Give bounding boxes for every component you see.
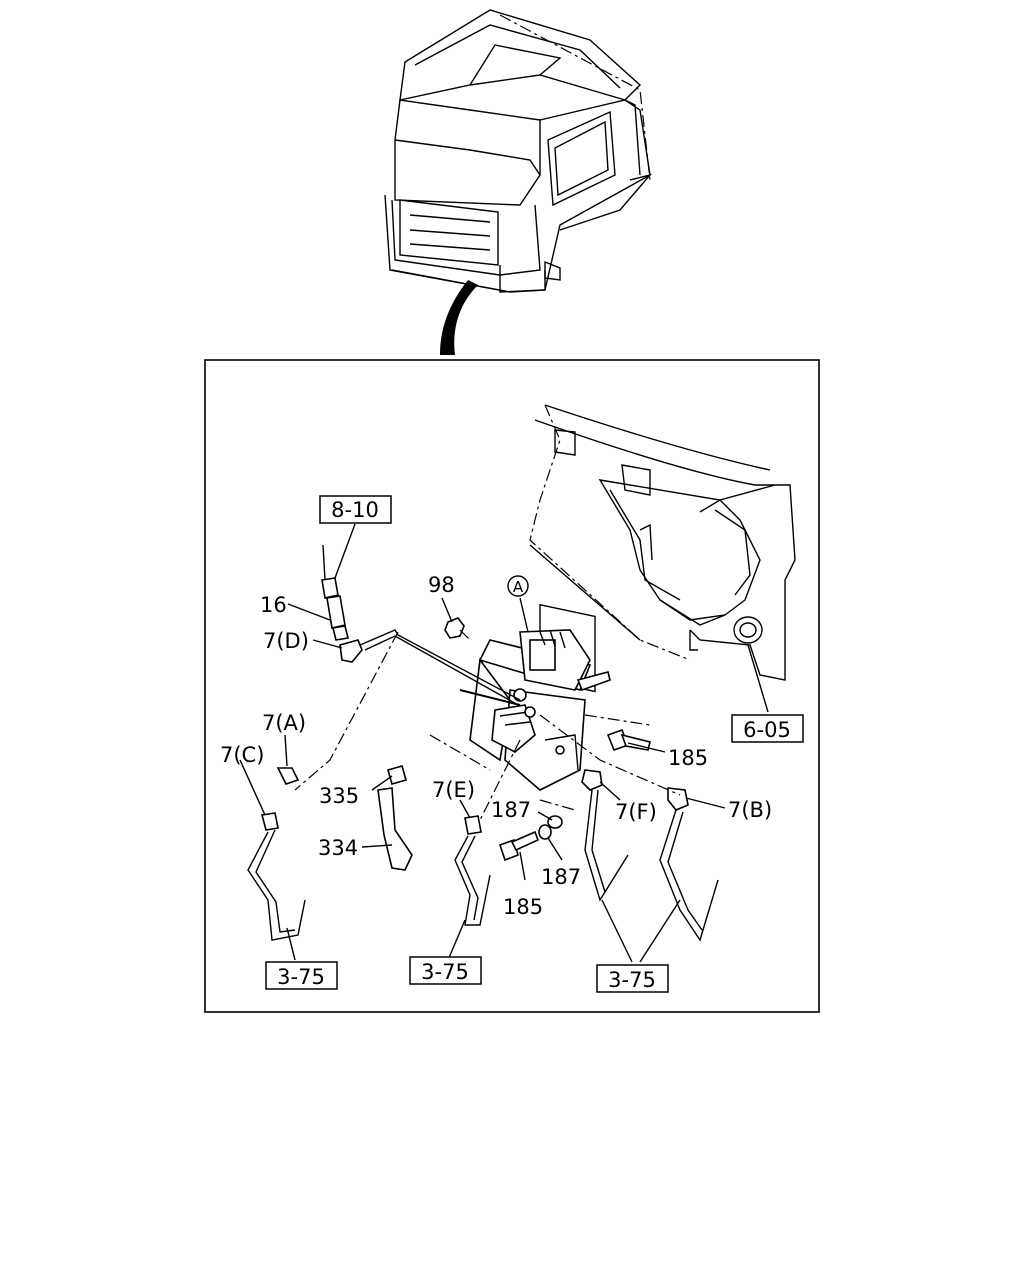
latch-mechanism <box>459 629 611 791</box>
callout-187-upper: 187 <box>491 798 531 822</box>
bolt-185-upper <box>606 728 651 752</box>
ref-box-3-75-right[interactable]: 3-75 <box>596 964 669 993</box>
fitting-7e <box>464 815 482 835</box>
svg-text:3-75: 3-75 <box>421 960 469 984</box>
sensor-part-16 <box>321 544 349 641</box>
ref-box-3-75-mid[interactable]: 3-75 <box>409 956 482 985</box>
callout-335: 335 <box>319 784 359 808</box>
callout-7e: 7(E) <box>432 778 475 802</box>
svg-text:3-75: 3-75 <box>608 968 656 992</box>
callout-185-lower: 185 <box>503 895 543 919</box>
ref-box-3-75-left[interactable]: 3-75 <box>265 961 338 990</box>
washer-187-upper <box>547 815 563 829</box>
callout-7d: 7(D) <box>263 629 309 653</box>
leader-lines <box>239 523 769 963</box>
fitting-7c <box>260 812 279 831</box>
fitting-7d <box>339 639 363 663</box>
callout-16: 16 <box>260 593 287 617</box>
detail-frame <box>204 359 820 1013</box>
fitting-7b <box>667 787 689 811</box>
callout-a-circle: A <box>507 575 529 597</box>
clip-335 <box>387 765 407 785</box>
fitting-7a <box>276 767 300 785</box>
ref-box-8-10[interactable]: 8-10 <box>319 495 392 524</box>
hose-middle <box>454 835 491 926</box>
callout-7c: 7(C) <box>220 743 264 767</box>
callout-185-upper: 185 <box>668 746 708 770</box>
hose-334 <box>377 787 413 871</box>
hose-left <box>247 829 306 941</box>
svg-text:6-05: 6-05 <box>743 718 791 742</box>
hose-right-a <box>584 789 629 902</box>
hose-right-b <box>659 809 719 942</box>
callout-7a: 7(A) <box>262 711 306 735</box>
svg-text:8-10: 8-10 <box>331 498 379 522</box>
cab-frame-structure <box>529 404 796 693</box>
truck-cab-illustration <box>384 9 652 355</box>
callout-7b: 7(B) <box>728 798 772 822</box>
callout-7f: 7(F) <box>615 800 657 824</box>
svg-text:A: A <box>513 578 524 596</box>
bolt-185-lower <box>498 830 540 862</box>
ref-box-6-05[interactable]: 6-05 <box>731 714 804 743</box>
callout-334: 334 <box>318 836 358 860</box>
callout-98: 98 <box>428 573 455 597</box>
washer-187-lower <box>538 824 552 840</box>
nut-98 <box>444 617 465 639</box>
svg-text:3-75: 3-75 <box>277 965 325 989</box>
fitting-7f <box>581 769 603 791</box>
callout-187-lower: 187 <box>541 865 581 889</box>
